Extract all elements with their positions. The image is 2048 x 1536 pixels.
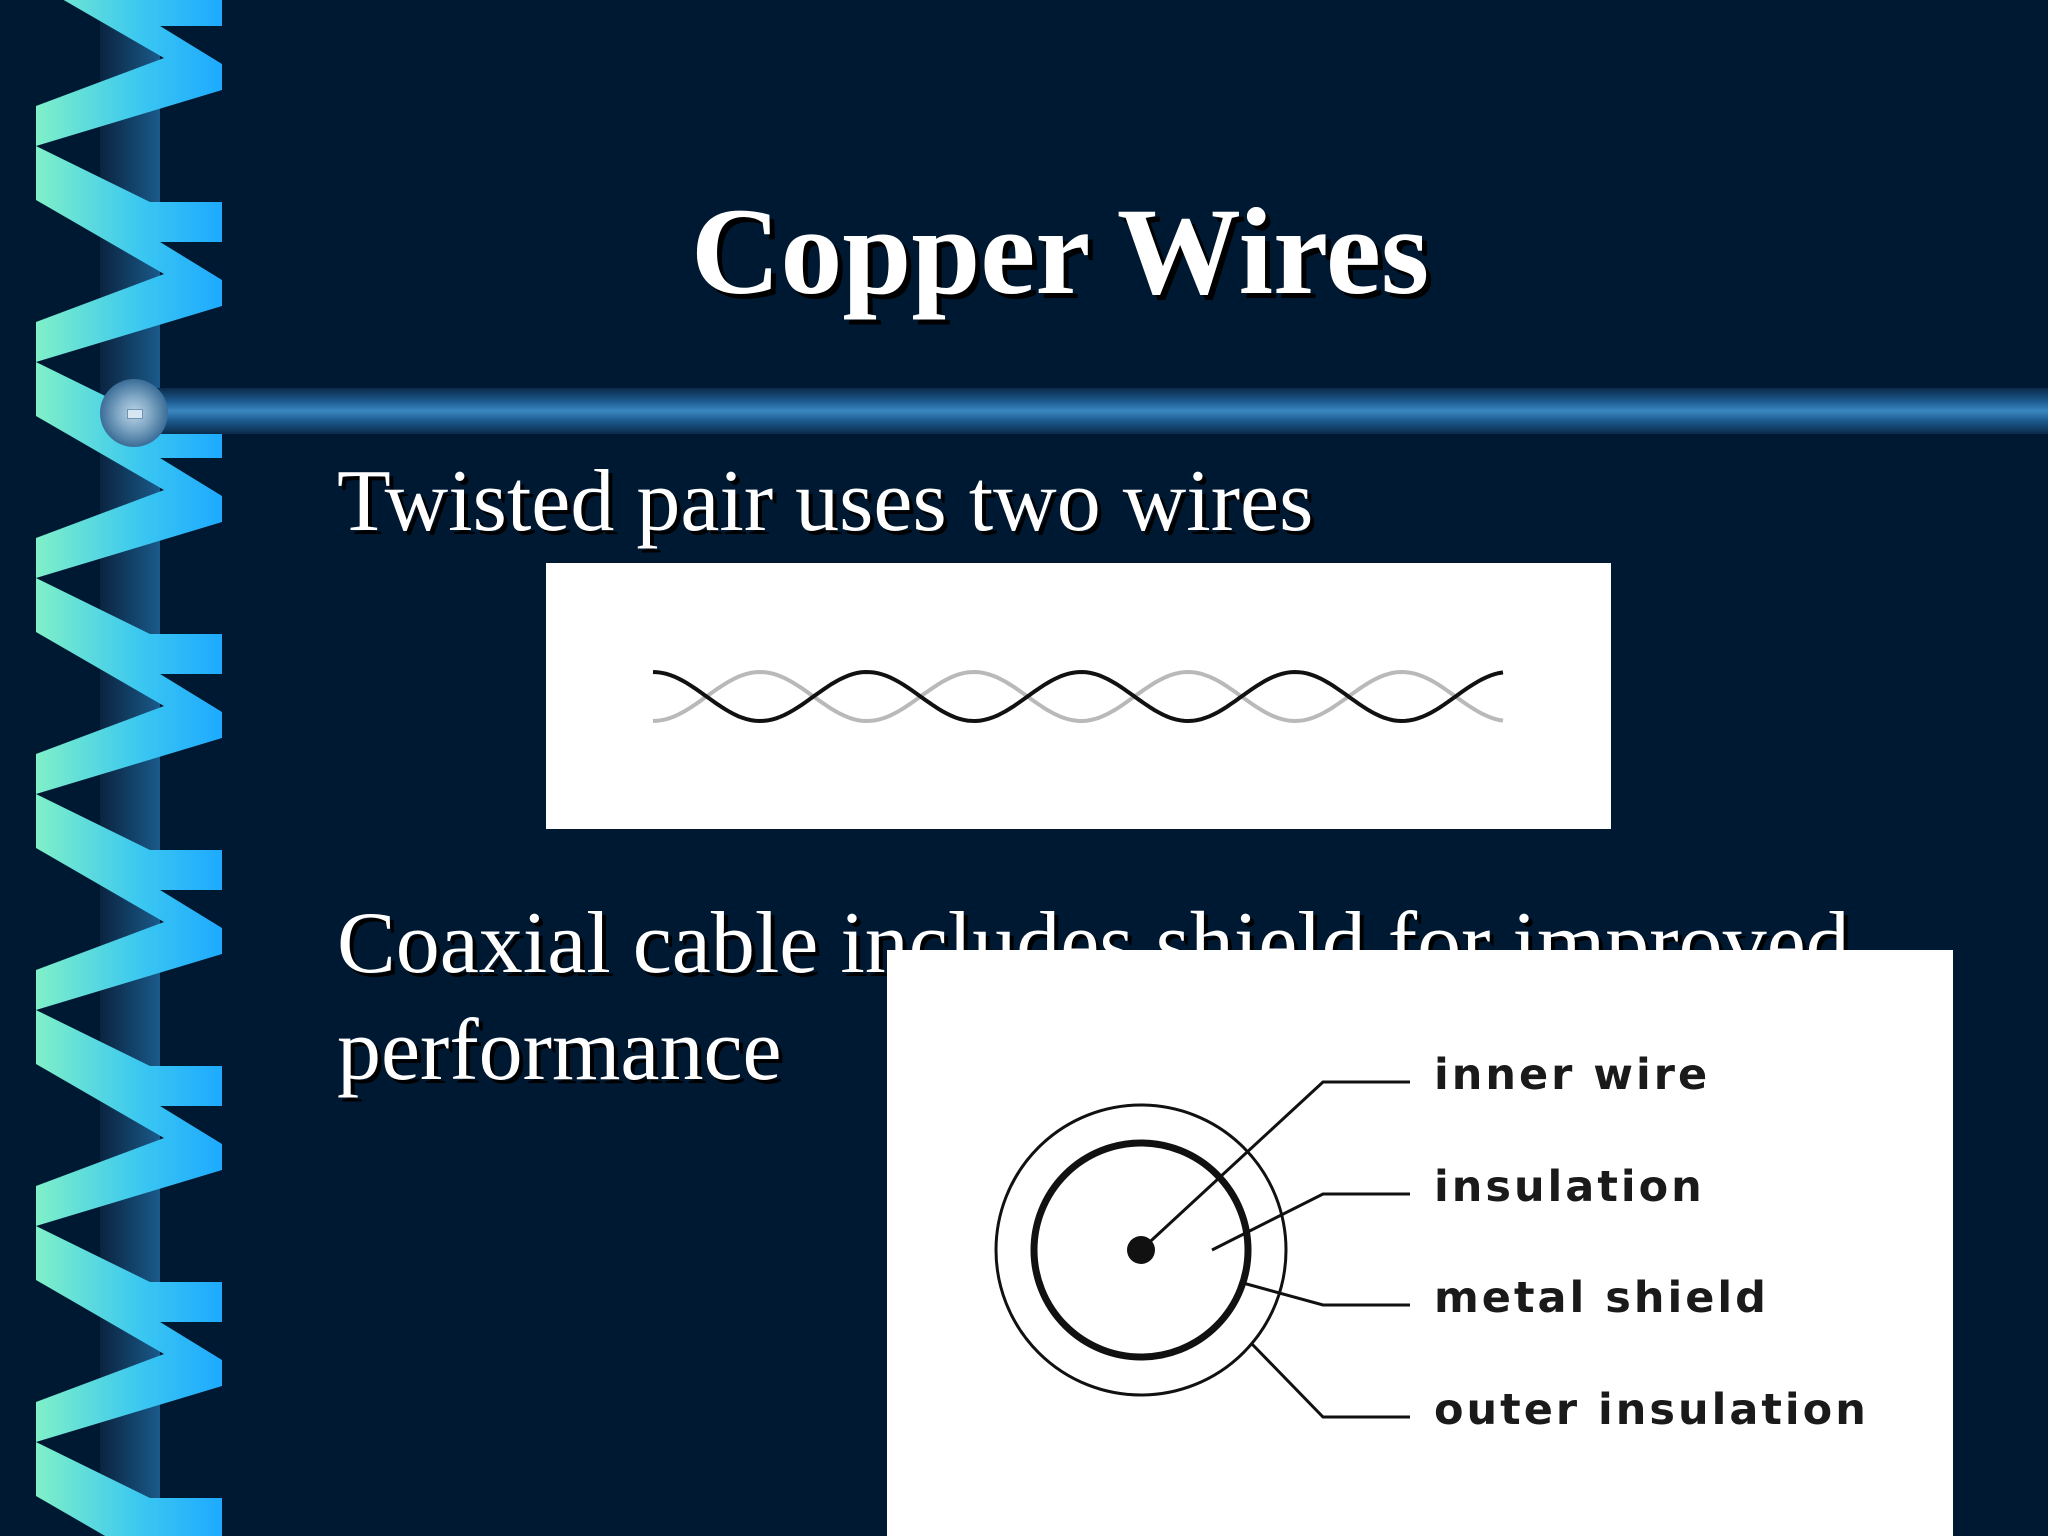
coax-cross-section xyxy=(994,1080,1410,1419)
slide-title: Copper Wires xyxy=(690,183,1430,320)
label-insulation: insulation xyxy=(1434,1162,1705,1212)
bullet-twisted-pair: Twisted pair uses two wires xyxy=(337,453,1314,550)
bullet-coaxial-line-2: performance xyxy=(337,1002,782,1100)
decorative-zigzag-band xyxy=(0,0,240,1536)
twisted-pair-diagram xyxy=(546,563,1611,829)
twisted-pair-wires xyxy=(652,669,1504,724)
coaxial-cable-diagram: inner wire insulation metal shield outer… xyxy=(887,950,1953,1536)
wire-light xyxy=(652,669,1504,724)
metal-shield-ring xyxy=(1030,1139,1252,1361)
outer-insulation-ring xyxy=(994,1103,1288,1397)
label-outer-insulation: outer insulation xyxy=(1434,1385,1869,1435)
label-metal-shield: metal shield xyxy=(1434,1273,1769,1323)
horizontal-rule xyxy=(150,388,2048,434)
rule-knob-icon xyxy=(100,379,168,447)
wire-dark xyxy=(652,669,1504,724)
label-inner-wire: inner wire xyxy=(1434,1050,1711,1100)
